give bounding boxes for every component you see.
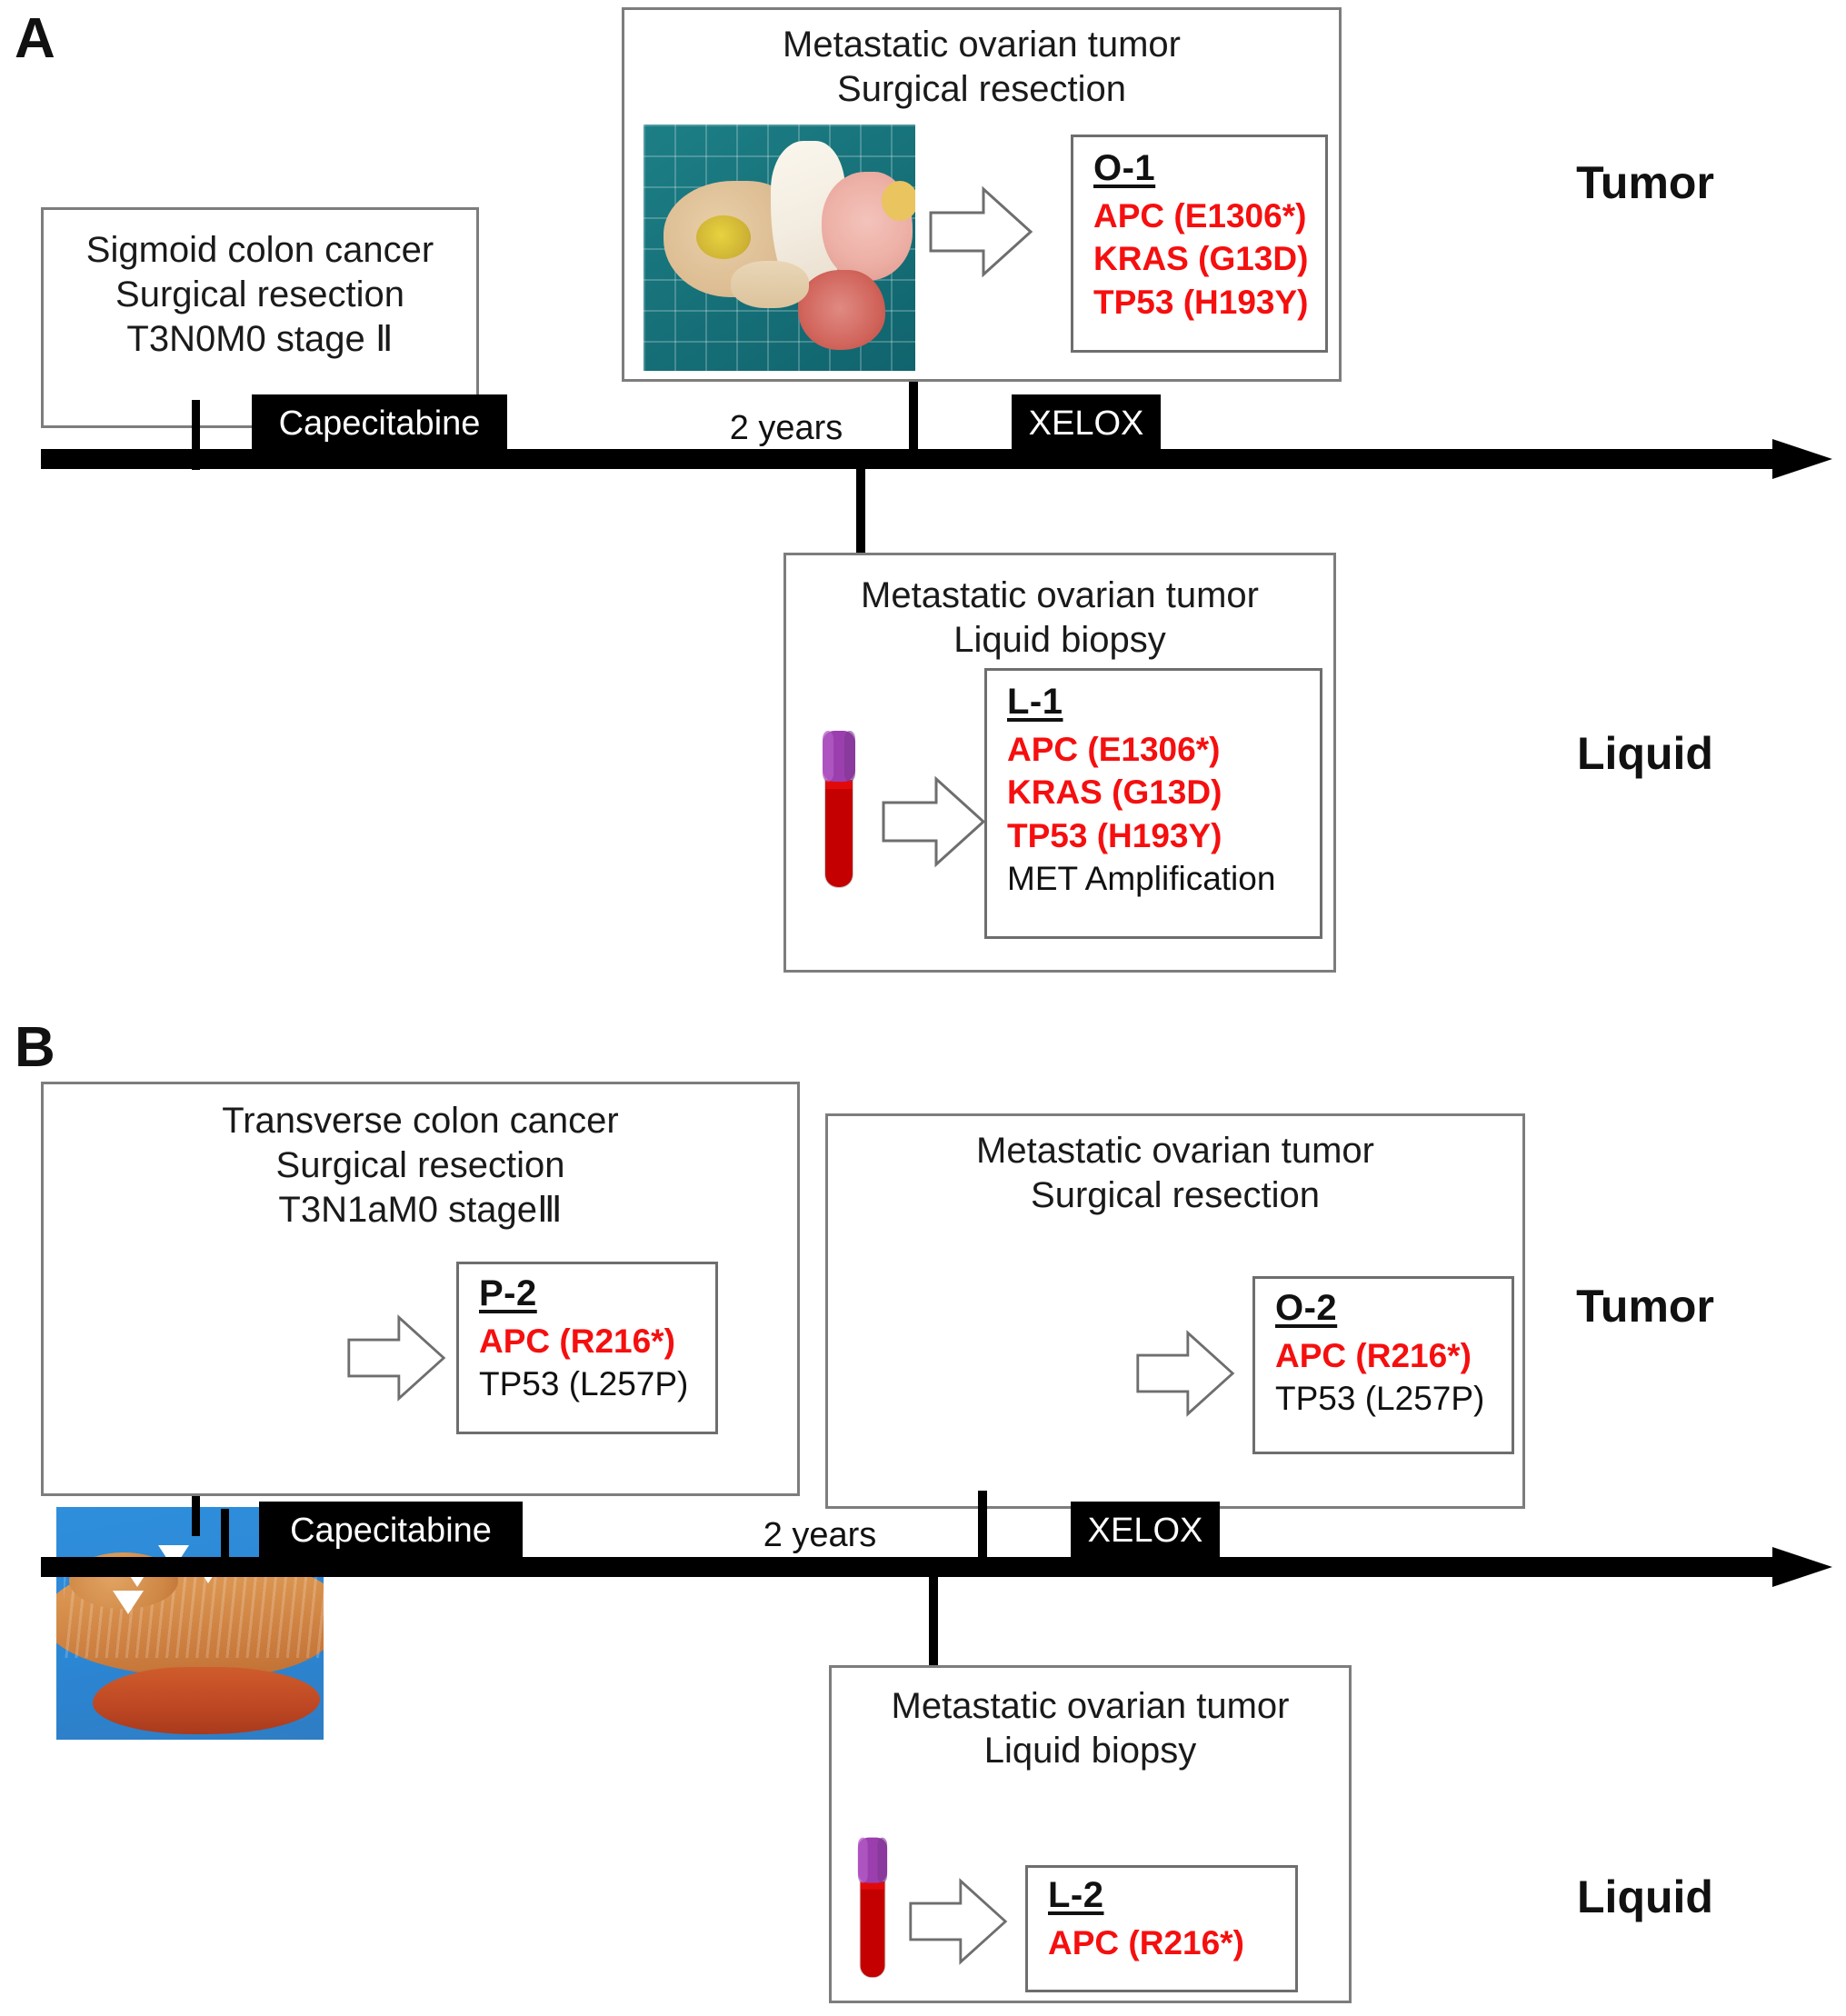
mutation-item: APC (R216*) <box>479 1322 675 1360</box>
liquid-title-2: Liquid biopsy <box>983 1730 1197 1771</box>
panel-b-treatment-capecitabine: Capecitabine <box>259 1502 523 1560</box>
panel-a-side-label-tumor: Tumor <box>1576 157 1714 208</box>
mutation-item: TP53 (H193Y) <box>1093 283 1309 321</box>
panel-a-ovarian-tumor-photo <box>642 123 917 373</box>
mutation-item: APC (R216*) <box>1048 1924 1244 1961</box>
panel-a-timeline-arrowhead-icon <box>1772 430 1836 488</box>
primary-title-2: Surgical resection <box>275 1144 565 1185</box>
panel-b-primary-arrow-icon <box>345 1307 447 1409</box>
mutation-item: TP53 (L257P) <box>479 1365 689 1403</box>
mutation-id-o1: O-1 <box>1093 148 1156 188</box>
tumor-title-1: Metastatic ovarian tumor <box>976 1131 1374 1171</box>
mutation-id-l2: L-2 <box>1048 1875 1104 1915</box>
panel-b-blood-tube-icon <box>849 1834 896 1991</box>
panel-b-timeline-tick-1 <box>221 1509 229 1560</box>
panel-a-label: A <box>15 7 55 70</box>
panel-b-side-label-liquid: Liquid <box>1577 1871 1713 1922</box>
mutation-item: TP53 (L257P) <box>1275 1380 1485 1418</box>
panel-b-o2-mutation-box: O-2 APC (R216*) TP53 (L257P) <box>1252 1276 1514 1454</box>
panel-a-treatment-xelox: XELOX <box>1012 394 1161 453</box>
panel-b-side-label-tumor: Tumor <box>1576 1281 1714 1332</box>
primary-title-1: Transverse colon cancer <box>222 1101 619 1141</box>
mutation-item: APC (E1306*) <box>1007 731 1221 768</box>
panel-a-treatment-capecitabine: Capecitabine <box>252 394 507 453</box>
tumor-title-1: Metastatic ovarian tumor <box>783 25 1181 65</box>
liquid-title-2: Liquid biopsy <box>953 619 1166 660</box>
panel-a-liquid-arrow-icon <box>880 768 987 875</box>
mutation-item: KRAS (G13D) <box>1093 240 1309 278</box>
liquid-title-1: Metastatic ovarian tumor <box>891 1686 1290 1726</box>
panel-b-p2-mutation-box: P-2 APC (R216*) TP53 (L257P) <box>456 1262 718 1434</box>
panel-a-timeline <box>41 449 1795 469</box>
primary-line-3: T3N0M0 stage Ⅱ <box>126 318 394 359</box>
panel-b-timeline-tick-2 <box>978 1491 987 1560</box>
panel-b-timeline-interval: 2 years <box>763 1516 877 1554</box>
mutation-item: APC (R216*) <box>1275 1337 1472 1374</box>
mutation-id-l1: L-1 <box>1007 682 1063 722</box>
panel-b-timeline-arrowhead-icon <box>1772 1538 1836 1596</box>
primary-line-2: Surgical resection <box>115 274 404 314</box>
panel-a-l1-mutation-box: L-1 APC (E1306*) KRAS (G13D) TP53 (H193Y… <box>984 668 1322 939</box>
panel-b-timeline <box>41 1557 1795 1577</box>
panel-a-blood-tube-icon <box>814 727 863 903</box>
tumor-title-2: Surgical resection <box>1031 1174 1320 1215</box>
mutation-item: APC (E1306*) <box>1093 197 1307 235</box>
mutation-id-o2: O-2 <box>1275 1288 1338 1328</box>
primary-line-1: Sigmoid colon cancer <box>85 230 434 270</box>
panel-a-o1-mutation-box: O-1 APC (E1306*) KRAS (G13D) TP53 (H193Y… <box>1071 135 1328 353</box>
panel-b-liquid-connector <box>929 1573 938 1668</box>
panel-b-primary-connector <box>192 1496 200 1536</box>
panel-a-liquid-connector <box>856 465 865 556</box>
panel-b-label: B <box>15 1016 55 1079</box>
mutation-id-p2: P-2 <box>479 1273 537 1313</box>
panel-a-timeline-interval: 2 years <box>729 409 843 447</box>
panel-a-timeline-tick-1 <box>192 400 200 453</box>
mutation-item: TP53 (H193Y) <box>1007 816 1222 854</box>
panel-b-treatment-xelox: XELOX <box>1071 1502 1220 1560</box>
liquid-title-1: Metastatic ovarian tumor <box>861 575 1259 615</box>
mutation-item: KRAS (G13D) <box>1007 773 1222 812</box>
mutation-item: MET Amplification <box>1007 860 1276 898</box>
primary-title-3: T3N1aM0 stageⅢ <box>278 1189 563 1230</box>
panel-a-timeline-tick-2 <box>909 382 918 453</box>
panel-a-side-label-liquid: Liquid <box>1577 728 1713 779</box>
panel-a-tumor-arrow-icon <box>927 178 1034 285</box>
panel-b-l2-mutation-box: L-2 APC (R216*) <box>1025 1865 1298 1992</box>
panel-a-primary-box: Sigmoid colon cancer Surgical resection … <box>41 207 479 428</box>
panel-b-tumor-arrow-icon <box>1134 1322 1236 1424</box>
tumor-title-2: Surgical resection <box>837 68 1126 109</box>
panel-b-liquid-arrow-icon <box>907 1871 1009 1972</box>
